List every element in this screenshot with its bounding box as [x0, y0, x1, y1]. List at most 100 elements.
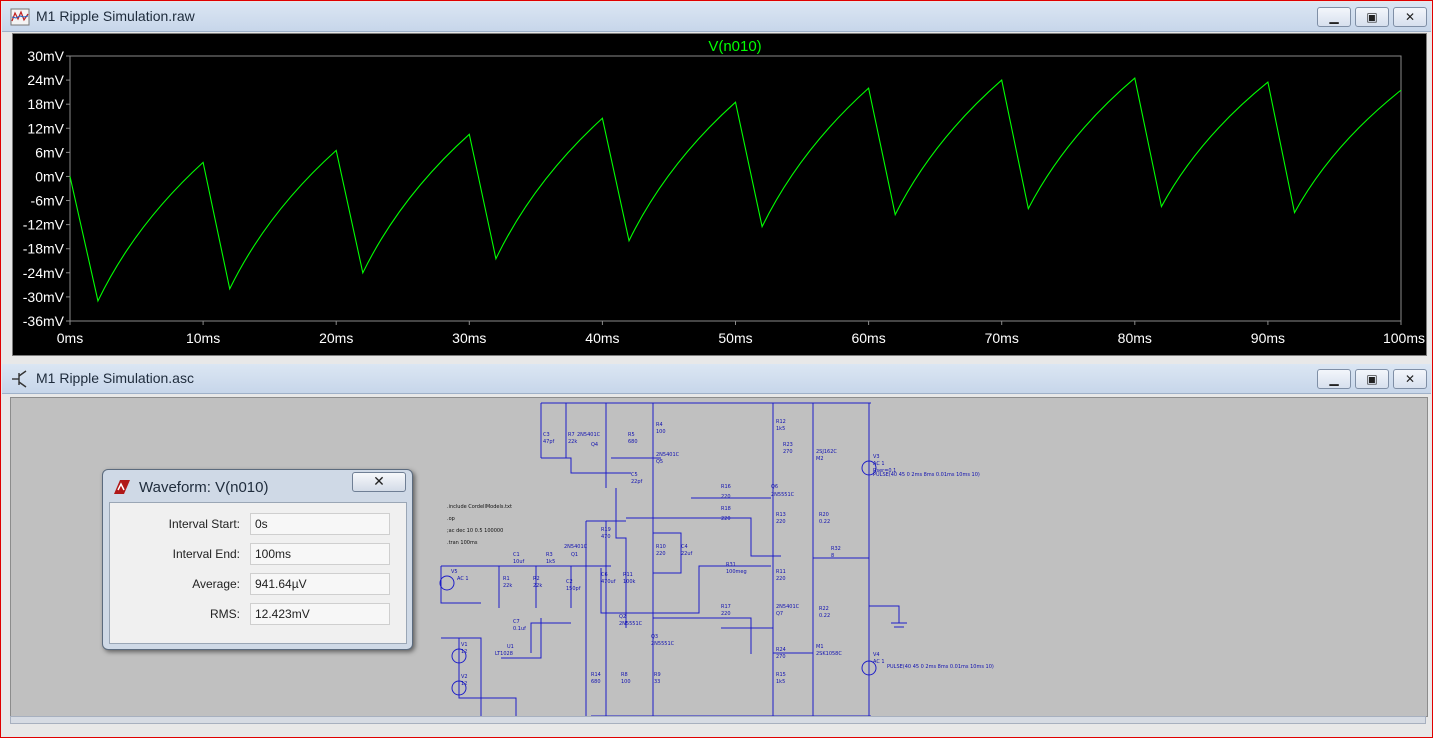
spice-directive[interactable]: ;ac dec 10 0.5 100000 — [447, 528, 503, 534]
component-label[interactable]: R31 — [726, 562, 736, 568]
component-label[interactable]: 220 — [776, 576, 786, 582]
component-label[interactable]: Q6 — [771, 484, 778, 490]
component-label[interactable]: 470 — [601, 534, 611, 540]
component-label[interactable]: 220 — [721, 611, 731, 617]
component-label[interactable]: C5 — [631, 472, 638, 478]
component-label[interactable]: 22uf — [681, 551, 693, 557]
horizontal-scrollbar[interactable] — [10, 716, 1426, 724]
component-label[interactable]: C1 — [513, 552, 520, 558]
trace-v-n010[interactable] — [69, 77, 1402, 303]
waveform-chart[interactable]: 30mV24mV18mV12mV6mV0mV-6mV-12mV-18mV-24m… — [13, 34, 1426, 355]
component-label[interactable]: R22 — [819, 606, 829, 612]
component-label[interactable]: 22k — [503, 583, 512, 589]
component-label[interactable]: 0.1uf — [513, 626, 526, 632]
component-label[interactable]: 150pf — [566, 586, 581, 592]
component-label[interactable]: V3 — [873, 454, 880, 460]
component-label[interactable]: 100 — [621, 679, 631, 685]
component-label[interactable]: AC 1 — [873, 461, 885, 467]
component-label[interactable]: 2N5551C — [771, 492, 795, 498]
component-label[interactable]: R9 — [654, 672, 661, 678]
component-label[interactable]: C3 — [543, 432, 550, 438]
component-label[interactable]: 1k5 — [546, 559, 555, 565]
component-label[interactable]: Q4 — [591, 442, 598, 448]
component-label[interactable]: Q3 — [651, 634, 658, 640]
component-label[interactable]: V4 — [873, 652, 880, 658]
component-label[interactable]: R1 — [503, 576, 510, 582]
component-label[interactable]: R16 — [721, 484, 731, 490]
component-label[interactable]: 2N5551C — [619, 621, 643, 627]
spice-directive[interactable]: .op — [447, 516, 455, 522]
component-label[interactable]: 2N5401C — [776, 604, 800, 610]
spice-directive[interactable]: .include CordellModels.txt — [447, 504, 512, 510]
minimize-button[interactable]: ▁ — [1317, 7, 1351, 27]
component-label[interactable]: 22k — [533, 583, 542, 589]
component-label[interactable]: 10uf — [513, 559, 525, 565]
component-label[interactable]: 220 — [656, 551, 666, 557]
component-label[interactable]: 47pf — [543, 439, 555, 445]
component-label[interactable]: 220 — [721, 494, 731, 500]
component-label[interactable]: PULSE(40 45 0 2ms 8ms 0.01ms 10ms 10) — [873, 472, 980, 478]
component-label[interactable]: Q7 — [776, 611, 783, 617]
component-label[interactable]: AC 1 — [457, 576, 469, 582]
component-label[interactable]: C6 — [601, 572, 608, 578]
component-label[interactable]: R19 — [601, 527, 611, 533]
component-label[interactable]: R24 — [776, 647, 786, 653]
schematic-drawing[interactable]: C347pfR722k2N5401CQ4R5680R41002N5401CQ5C… — [11, 398, 1427, 717]
component-label[interactable]: R2 — [533, 576, 540, 582]
component-label[interactable]: Q5 — [656, 459, 663, 465]
component-label[interactable]: C7 — [513, 619, 520, 625]
component-label[interactable]: 680 — [628, 439, 638, 445]
component-label[interactable]: Rser=0.1 — [873, 468, 896, 474]
average-field[interactable]: 941.64µV — [250, 573, 390, 595]
maximize-button[interactable]: ▣ — [1355, 369, 1389, 389]
component-label[interactable]: 2N5401C — [656, 452, 680, 458]
maximize-button[interactable]: ▣ — [1355, 7, 1389, 27]
component-label[interactable]: R7 — [568, 432, 575, 438]
interval-end-field[interactable]: 100ms — [250, 543, 390, 565]
component-label[interactable]: 2SK1058C — [816, 651, 842, 657]
component-label[interactable]: V2 — [461, 674, 468, 680]
spice-directive[interactable]: .tran 100ms — [447, 540, 478, 546]
component-label[interactable]: U1 — [507, 644, 514, 650]
component-label[interactable]: Q1 — [571, 552, 578, 558]
component-label[interactable]: R13 — [776, 512, 786, 518]
dialog-close-button[interactable]: ✕ — [352, 472, 406, 492]
close-button[interactable]: ✕ — [1393, 369, 1427, 389]
component-label[interactable]: R10 — [656, 544, 666, 550]
component-label[interactable]: 12 — [461, 681, 467, 687]
component-label[interactable]: R5 — [628, 432, 635, 438]
component-label[interactable]: R3 — [546, 552, 553, 558]
component-label[interactable]: R23 — [783, 442, 793, 448]
component-label[interactable]: 2N5401C — [564, 544, 588, 550]
component-label[interactable]: 2N5401C — [577, 432, 601, 438]
component-label[interactable]: M2 — [816, 456, 824, 462]
component-label[interactable]: R14 — [591, 672, 601, 678]
component-label[interactable]: 680 — [591, 679, 601, 685]
component-label[interactable]: PULSE(40 45 0 2ms 8ms 0.01ms 10ms 10) — [887, 664, 994, 670]
component-label[interactable]: 270 — [776, 654, 786, 660]
component-label[interactable]: V5 — [451, 569, 458, 575]
component-label[interactable]: R11 — [776, 569, 786, 575]
component-label[interactable]: R8 — [621, 672, 628, 678]
component-label[interactable]: 470uf — [601, 579, 616, 585]
component-label[interactable]: V1 — [461, 642, 468, 648]
component-label[interactable]: 270 — [783, 449, 793, 455]
component-label[interactable]: 33 — [654, 679, 660, 685]
component-label[interactable]: R12 — [776, 419, 786, 425]
component-label[interactable]: 220 — [721, 516, 731, 522]
component-label[interactable]: 220 — [776, 519, 786, 525]
component-label[interactable]: 0.22 — [819, 613, 830, 619]
component-label[interactable]: C2 — [566, 579, 573, 585]
component-label[interactable]: 12 — [461, 649, 467, 655]
component-label[interactable]: AC 1 — [873, 659, 885, 665]
trace-title[interactable]: V(n010) — [708, 38, 761, 55]
component-label[interactable]: 1k5 — [776, 426, 785, 432]
component-label[interactable]: 1k5 — [776, 679, 785, 685]
component-label[interactable]: 2N5551C — [651, 641, 675, 647]
component-label[interactable]: 2SJ162C — [816, 449, 837, 455]
component-label[interactable]: R4 — [656, 422, 663, 428]
component-label[interactable]: 8 — [831, 553, 834, 559]
component-label[interactable]: Q2 — [619, 614, 626, 620]
